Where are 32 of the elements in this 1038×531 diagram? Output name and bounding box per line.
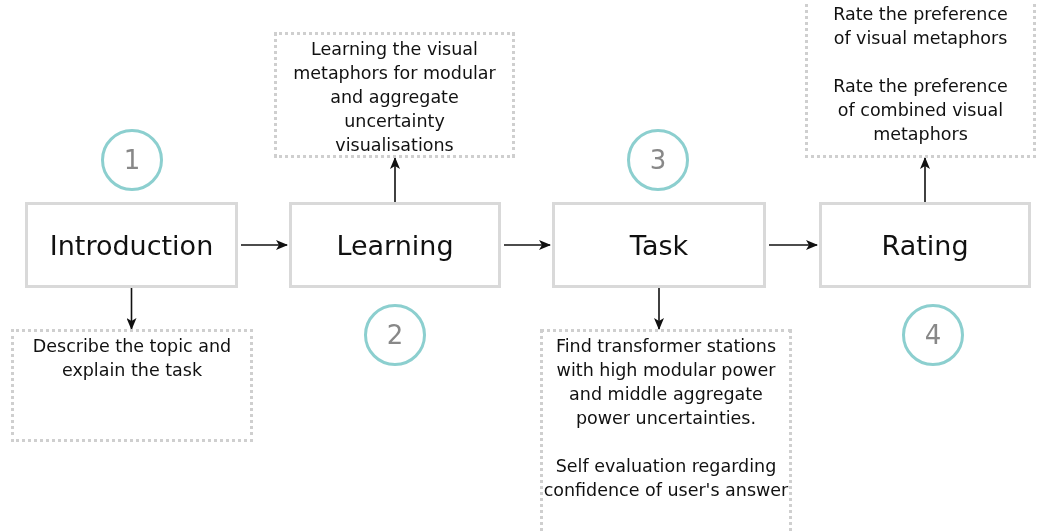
step-circle (627, 129, 689, 191)
process-box (552, 202, 766, 288)
note-box (274, 32, 515, 158)
arrow (126, 287, 137, 330)
step-circle (902, 304, 964, 366)
note-text: Find transformer stations with high modular power and middle aggregate power uncertainties. (554, 335, 778, 430)
note-text: Learning the visual metaphors for modular and aggregate uncertainty visualisations (292, 38, 497, 157)
step-title: Task (629, 229, 689, 261)
arrow (390, 157, 400, 203)
arrow (503, 240, 551, 250)
process-box (25, 202, 238, 288)
note-box (540, 329, 792, 531)
process-box (289, 202, 501, 288)
note-text: Self evaluation regarding confidence of user's answer (543, 455, 789, 502)
step-number: 3 (649, 145, 667, 175)
arrow (920, 157, 930, 203)
step-title: Rating (881, 229, 969, 261)
step-number: 4 (924, 320, 942, 350)
note-text: Rate the preference of combined visual metaphors (832, 75, 1009, 146)
step-number: 1 (123, 145, 141, 175)
note-text: Describe the topic and explain the task (31, 335, 233, 382)
note-box (11, 329, 253, 442)
step-circle (101, 129, 163, 191)
arrow (654, 287, 664, 330)
process-box (819, 202, 1031, 288)
arrow (768, 240, 818, 250)
arrow (240, 240, 288, 250)
step-title: Introduction (49, 229, 214, 261)
step-title: Learning (336, 229, 454, 261)
step-circle (364, 304, 426, 366)
note-text: Rate the preference of visual metaphors (832, 3, 1009, 50)
step-number: 2 (386, 320, 404, 350)
